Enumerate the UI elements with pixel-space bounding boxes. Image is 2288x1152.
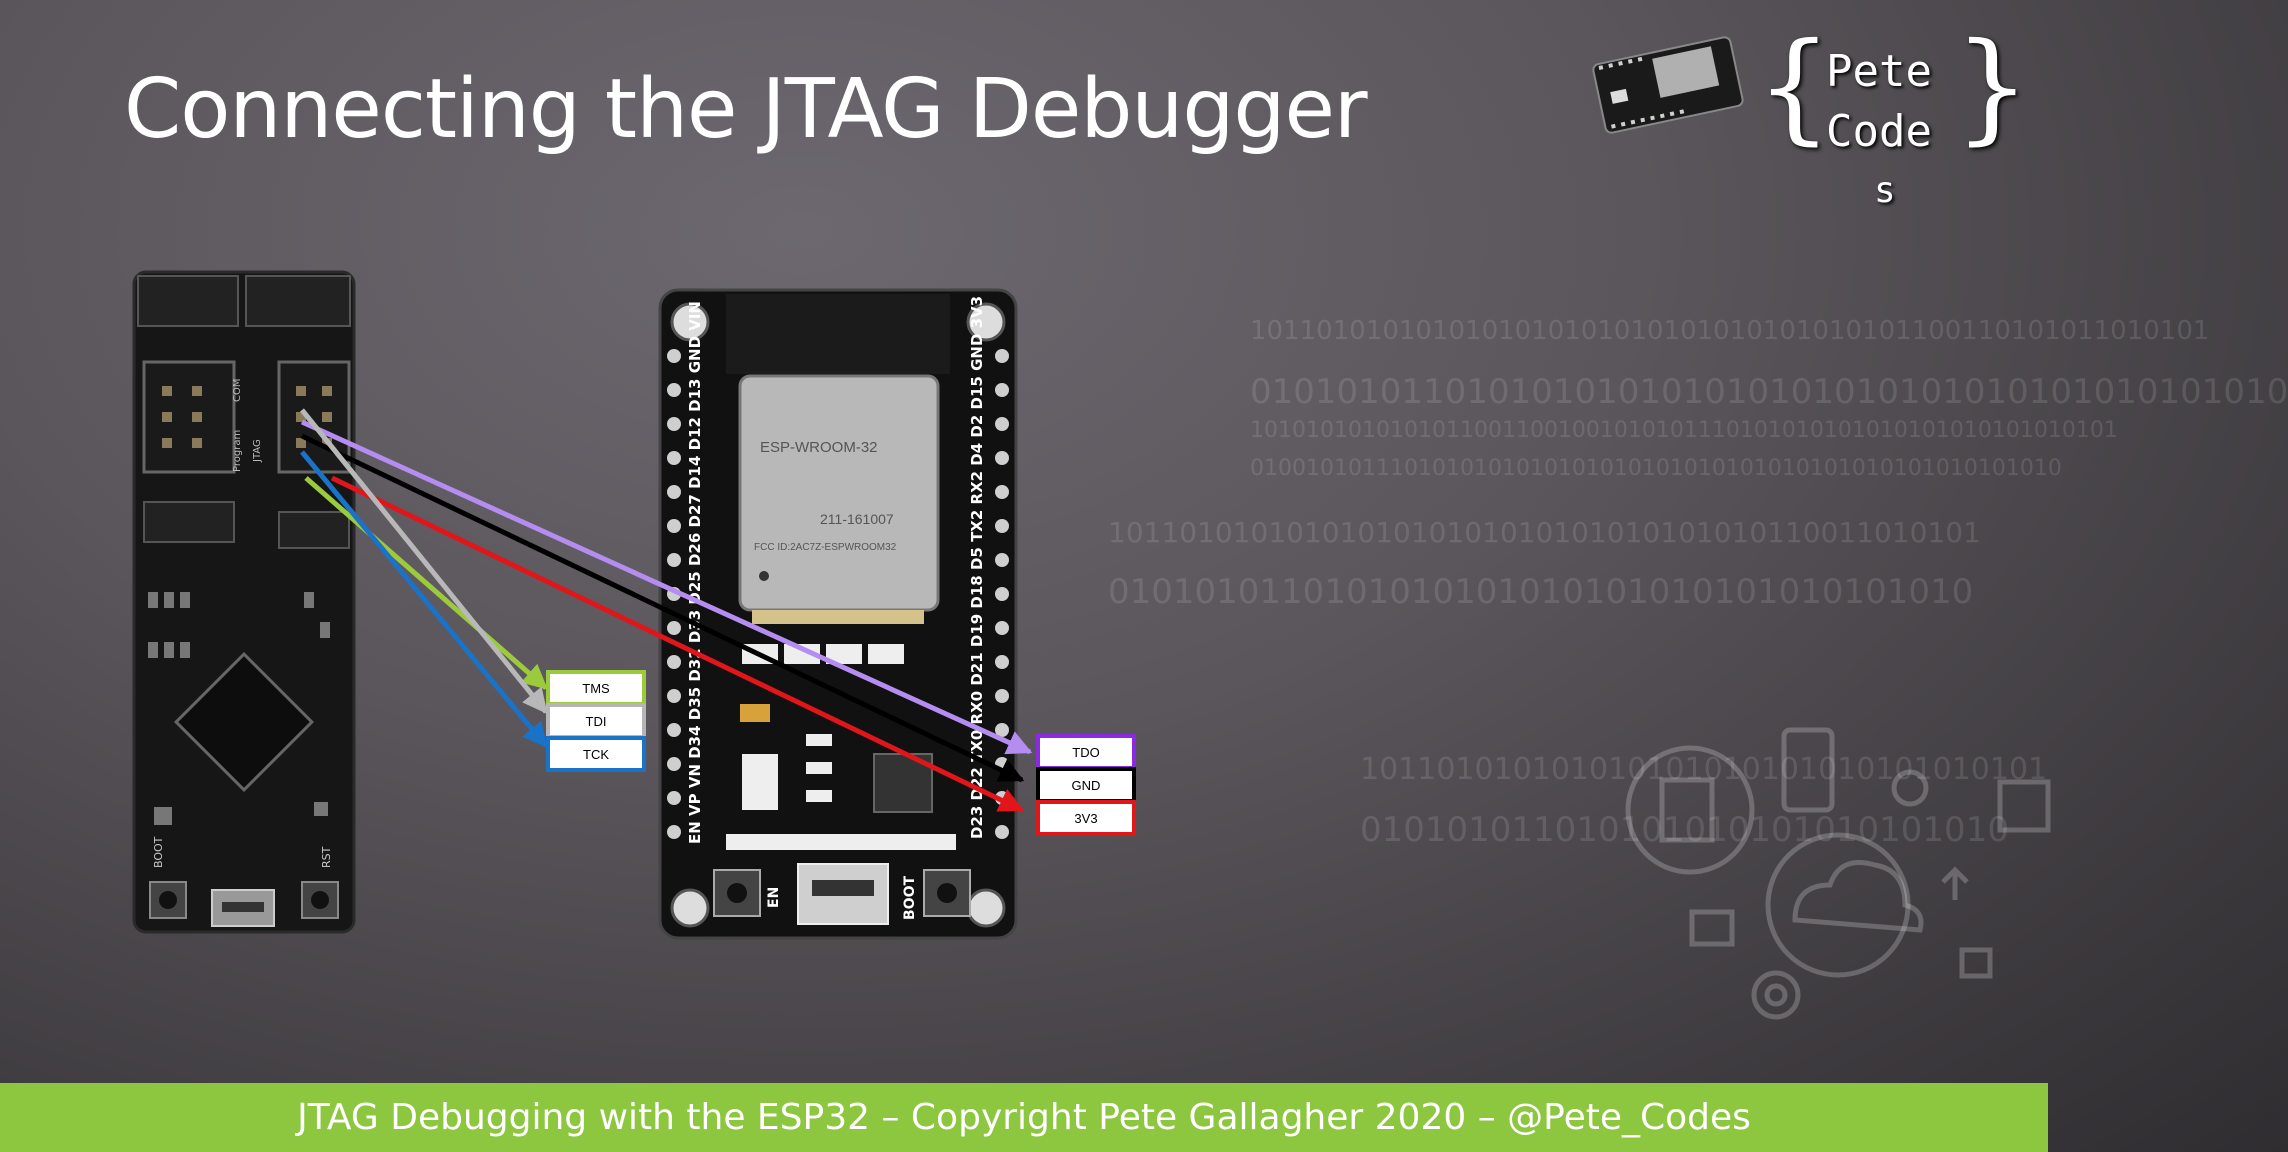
image-icon — [1959, 947, 1993, 979]
cloud-circle-icon — [1765, 832, 1911, 978]
jtag-label-jtag: JTAG — [252, 439, 263, 463]
logo-brace-open: { — [1756, 18, 1833, 157]
header-pin — [995, 723, 1009, 737]
jtag-label-com: COM — [232, 379, 243, 402]
office-icon — [1625, 745, 1755, 875]
pin-label-tdo: TDO — [1036, 734, 1136, 770]
boot-button-label: BOOT — [902, 876, 918, 920]
fcc-label: FCC ID:2AC7Z-ESPWROOM32 — [754, 542, 897, 553]
header-pin — [667, 485, 681, 499]
pin-label-text: TDO — [1072, 744, 1100, 760]
header-pin — [667, 349, 681, 363]
header-pin — [667, 417, 681, 431]
header-pin — [667, 383, 681, 397]
header-pin — [995, 451, 1009, 465]
jtag-label-program: Program — [232, 430, 243, 472]
right-pin-labels: D23 D22 TX0 RX0 D21 D19 D18 D5 TX2 RX2 D… — [968, 296, 986, 839]
binary-row: 0101010110101010101010101010101010101010… — [1250, 372, 2288, 412]
tech-icons-background — [0, 0, 2048, 1152]
header-pin — [995, 519, 1009, 533]
module-label: ESP-WROOM-32 — [760, 439, 878, 456]
footer-text: JTAG Debugging with the ESP32 – Copyrigh… — [297, 1097, 1751, 1138]
binary-row: 1011010101010101010101010101010101010110… — [1108, 516, 1981, 549]
binary-row: 0101010110101010101010101010101010101010 — [1108, 572, 1974, 612]
slide-title: Connecting the JTAG Debugger — [124, 62, 1368, 157]
header-pin — [995, 689, 1009, 703]
office-icon-shape — [1659, 777, 1715, 843]
header-pin — [995, 757, 1009, 771]
header-pin — [995, 553, 1009, 567]
pin-label-text: GND — [1071, 777, 1101, 793]
upload-icon — [1941, 866, 1969, 900]
header-pin — [995, 417, 1009, 431]
header-pin — [667, 791, 681, 805]
footer-bar: JTAG Debugging with the ESP32 – Copyrigh… — [0, 1083, 2048, 1152]
header-pin — [667, 723, 681, 737]
header-pin — [667, 621, 681, 635]
lightbulb-icon — [1891, 769, 1929, 807]
binary-row: 1010101010101011001100100101010111010101… — [1250, 418, 2118, 443]
en-button-label: EN — [766, 887, 782, 908]
header-pin — [995, 485, 1009, 499]
jtag-label-boot: BOOT — [152, 836, 165, 868]
binary-row: 0100101011101010101010101010101010101010… — [1250, 456, 2062, 481]
header-pin — [667, 689, 681, 703]
header-pin — [995, 349, 1009, 363]
logo-line: Pete — [1826, 46, 1932, 97]
esp32-board: ESP-WROOM-32 211-161007 FCC ID:2AC7Z-ESP… — [658, 288, 1018, 940]
header-pin — [667, 587, 681, 601]
header-pin — [995, 587, 1009, 601]
esp32-logo-icon — [1592, 36, 1744, 134]
header-pin — [667, 655, 681, 669]
mobile-icon — [1781, 727, 1835, 813]
header-pin — [995, 621, 1009, 635]
cloud-icon — [1792, 860, 1924, 933]
jtag-debugger-board: Program JTAG COM BOOT RST — [132, 270, 356, 934]
pin-label-text: TCK — [583, 746, 609, 762]
header-pin — [667, 825, 681, 839]
header-pin — [995, 383, 1009, 397]
logo-line: s — [1874, 170, 1896, 211]
pin-label-gnd: GND — [1036, 767, 1136, 803]
header-pin — [667, 757, 681, 771]
cert-label: 211-161007 — [820, 511, 894, 527]
monitor-icon — [1689, 909, 1735, 947]
header-pin — [667, 553, 681, 567]
jtag-label-rst: RST — [320, 846, 333, 868]
pin-label-text: TMS — [582, 680, 610, 696]
header-pin — [667, 451, 681, 465]
pin-label-tms: TMS — [546, 670, 646, 706]
pin-label-tck: TCK — [546, 736, 646, 772]
pin-label-text: 3V3 — [1074, 810, 1098, 826]
header-pin — [995, 655, 1009, 669]
header-pin — [995, 791, 1009, 805]
pin-label-text: TDI — [585, 713, 607, 729]
header-pin — [667, 519, 681, 533]
pin-label-tdi: TDI — [546, 703, 646, 739]
logo-line: Code — [1826, 106, 1932, 157]
pin-label-3v3: 3V3 — [1036, 800, 1136, 836]
logo-brace-close: } — [1954, 18, 2031, 157]
binary-row: 010101011010101010101010101010 — [1360, 810, 2009, 850]
binary-row: 1011010101010101010101010101010101010101… — [1250, 316, 2210, 346]
binary-row: 101101010101010101010101010101010101 — [1360, 752, 2048, 787]
left-pin-labels: EN VP VN D34 D35 D32 D33 D25 D26 D27 D14… — [686, 301, 704, 844]
devices-icon — [1997, 779, 2051, 833]
gear-icon — [1751, 970, 1801, 1020]
header-pin — [995, 825, 1009, 839]
